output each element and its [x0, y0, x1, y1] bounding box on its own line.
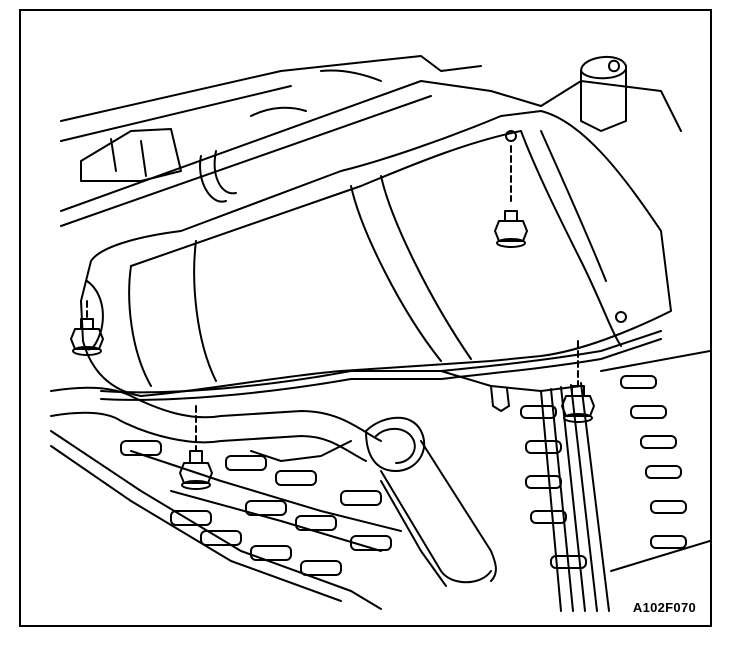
fuel-tank [80, 110, 672, 397]
figure-code-label: A102F070 [632, 600, 696, 615]
floor-pan [50, 350, 710, 610]
figure-frame: A102F070 [19, 9, 712, 627]
muffler-body [380, 480, 447, 587]
fuel-lines [100, 330, 662, 612]
mounting-bolt-left [70, 300, 104, 356]
exhaust-system [50, 386, 497, 587]
muffler-inlet [365, 416, 426, 472]
mounting-bolt-front-left [179, 405, 213, 490]
mounting-bolt-front-right [561, 340, 595, 423]
mounting-bolt-rear-top [494, 145, 528, 248]
fuel-tank-illustration [50, 55, 710, 612]
upper-body-structure [60, 55, 682, 227]
